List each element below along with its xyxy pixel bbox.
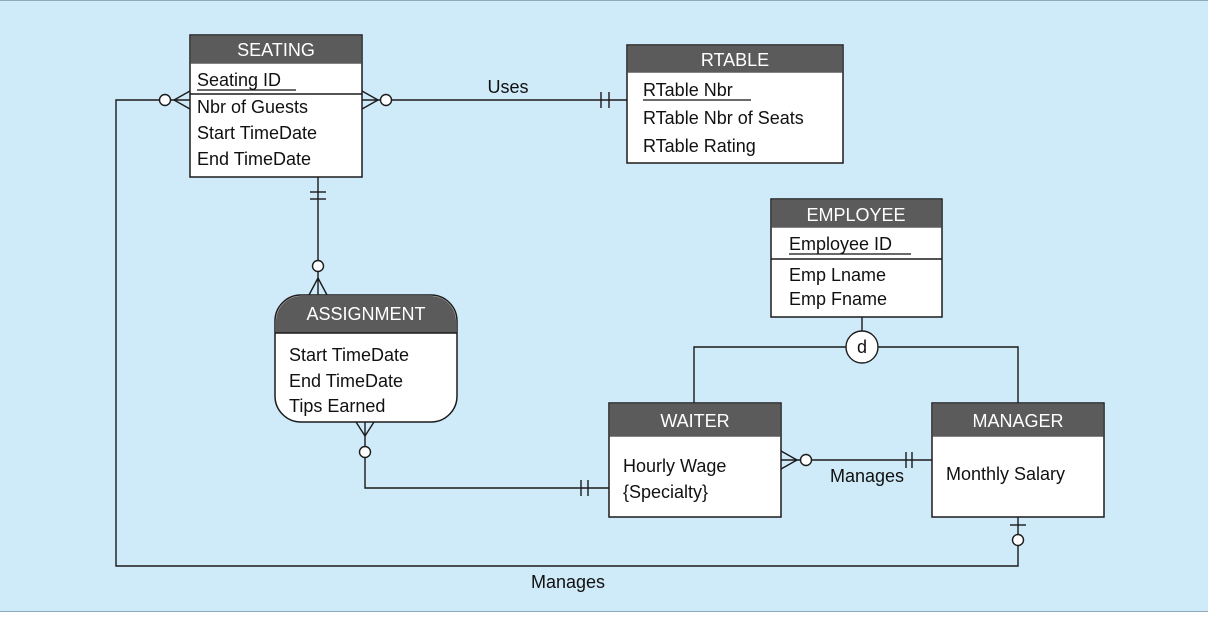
entity-waiter: WAITER Hourly Wage {Specialty} — [608, 402, 782, 518]
assignment-seating-crowsfoot — [308, 277, 319, 296]
attribute: Start TimeDate — [197, 123, 317, 143]
manager-seating-zero — [1011, 533, 1025, 547]
entity-title: MANAGER — [972, 411, 1063, 431]
entity-employee: EMPLOYEE Employee ID Emp Lname Emp Fname — [770, 198, 943, 318]
attribute: Monthly Salary — [946, 464, 1065, 484]
assignment-waiter-line — [364, 422, 609, 489]
attribute: Start TimeDate — [289, 345, 409, 365]
entity-title: EMPLOYEE — [806, 205, 905, 225]
identifier: Seating ID — [197, 70, 281, 90]
entity-rtable: RTABLE RTable Nbr RTable Nbr of Seats RT… — [626, 44, 844, 164]
manages-seating-line — [115, 99, 1019, 567]
attribute: Emp Lname — [789, 265, 886, 285]
assignment-waiter-crowsfoot — [355, 421, 366, 437]
disjoint-circle — [845, 330, 879, 364]
attribute: RTable Rating — [643, 136, 756, 156]
entity-manager: MANAGER Monthly Salary — [931, 402, 1105, 518]
entity-seating: SEATING Seating ID Nbr of Guests Start T… — [189, 34, 363, 178]
identifier: Employee ID — [789, 234, 892, 254]
entity-title: WAITER — [660, 411, 729, 431]
attribute: RTable Nbr of Seats — [643, 108, 804, 128]
manages-seating-label: Manages — [531, 572, 605, 592]
disjoint-label: d — [857, 337, 867, 357]
seating-uses-zero — [379, 93, 393, 107]
entity-title: RTABLE — [701, 50, 769, 70]
assignment-waiter-zero — [358, 445, 372, 459]
attribute: Nbr of Guests — [197, 97, 308, 117]
assignment-seating-zero — [311, 259, 325, 273]
attribute: End TimeDate — [197, 149, 311, 169]
entity-assignment: ASSIGNMENT Start TimeDate End TimeDate T… — [274, 294, 458, 423]
waiter-manages-crowsfoot — [780, 450, 798, 461]
entity-title: SEATING — [237, 40, 315, 60]
manages-waiter-label: Manages — [830, 466, 904, 486]
attribute: Hourly Wage — [623, 456, 726, 476]
seating-manages-crowsfoot — [173, 90, 191, 101]
attribute: Emp Fname — [789, 289, 887, 309]
waiter-manages-zero — [799, 453, 813, 467]
uses-label: Uses — [487, 77, 528, 97]
seating-uses-crowsfoot — [361, 90, 379, 101]
entity-title: ASSIGNMENT — [306, 304, 425, 324]
attribute: End TimeDate — [289, 371, 403, 391]
attribute: {Specialty} — [623, 482, 708, 502]
attribute: Tips Earned — [289, 396, 385, 416]
identifier: RTable Nbr — [643, 80, 733, 100]
seating-manages-zero — [158, 93, 172, 107]
